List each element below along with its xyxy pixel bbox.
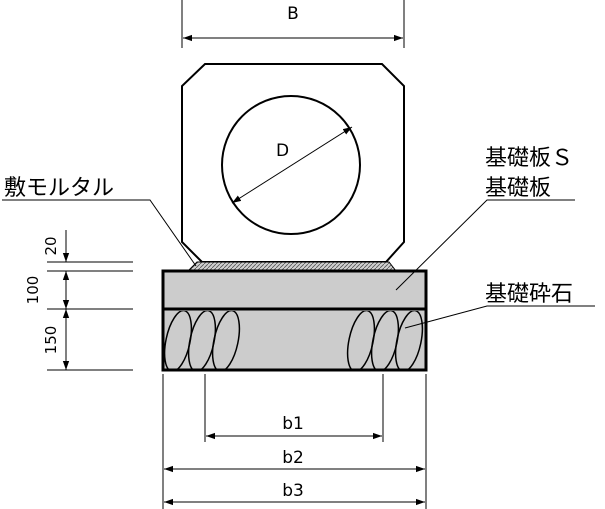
gravel-stone [394,311,424,370]
mortar-label: 敷モルタル [4,176,114,201]
gravel-leader [404,305,595,329]
dimension-d-label: D [276,141,289,161]
base-plate-label: 基礎板 [485,176,551,201]
base-plate [161,269,428,311]
base-plate-s-label: 基礎板Ｓ [485,146,573,171]
thickness-150-label: 150 [42,326,60,355]
thickness-100-label: 100 [24,276,42,305]
gravel-label: 基礎砕石 [485,282,573,307]
thickness-20-label: 20 [42,236,60,255]
dimension-b-label: B [287,4,299,24]
pipe-inner-circle [221,95,361,235]
dimension-d-line [231,126,353,204]
dimension-b1-label: b1 [282,414,304,434]
width-dimensions [162,374,427,509]
mortar-leader [2,199,197,267]
dimension-b [181,0,405,48]
base-gravel [161,307,428,372]
gravel-stone [211,311,241,370]
thickness-dimensions [47,230,133,371]
dimension-b3-label: b3 [282,481,304,501]
base-plate-leader [395,199,575,291]
dimension-b2-label: b2 [282,448,304,468]
